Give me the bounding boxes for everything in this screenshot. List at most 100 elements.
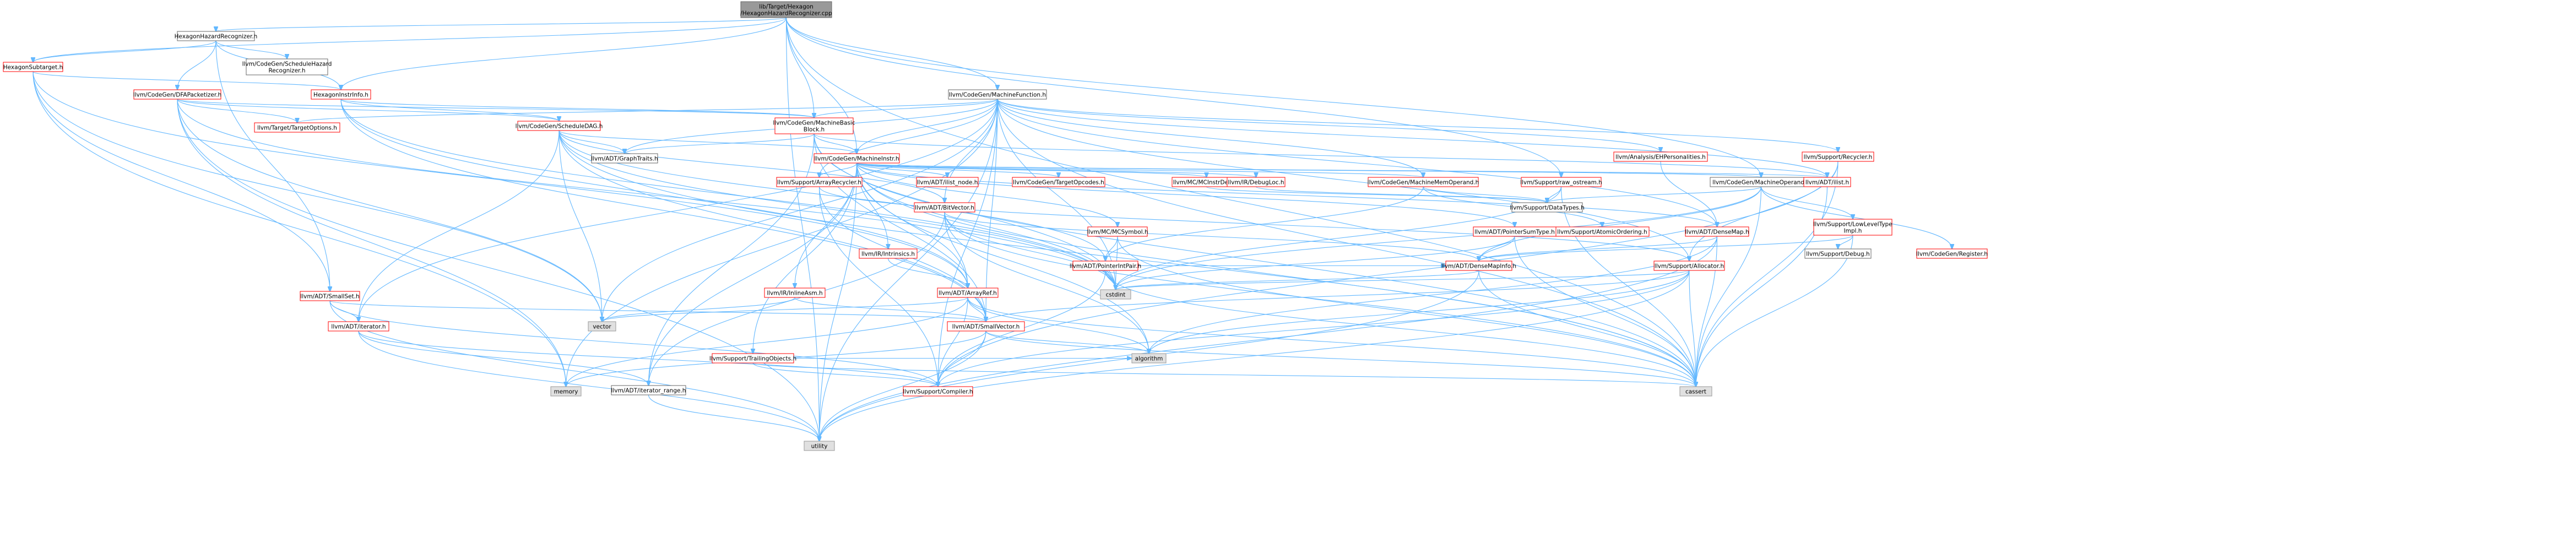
node-label: llvm/ADT/PointerIntPair.h	[1070, 263, 1141, 270]
edge-root-to-hhr	[216, 17, 787, 31]
edge-mf-to-it	[359, 99, 998, 322]
node-intr[interactable]: llvm/IR/Intrinsics.h	[859, 248, 918, 259]
node-cstdint: cstdint	[1100, 289, 1131, 300]
edge-mcs-to-pip	[1105, 236, 1118, 261]
edge-arf-to-cassert	[967, 297, 1696, 387]
edge-sdag-to-mi	[558, 130, 857, 154]
node-iln[interactable]: llvm/ADT/ilist_node.h	[916, 177, 979, 187]
node-box	[246, 58, 328, 75]
node-bv[interactable]: llvm/ADT/BitVector.h	[914, 202, 975, 213]
edge-dfa-to-vector	[177, 99, 602, 322]
node-rec[interactable]: llvm/Support/Recycler.h	[1802, 151, 1874, 162]
edge-mf-to-cassert	[997, 99, 1696, 387]
node-box	[588, 321, 616, 332]
node-ar[interactable]: llvm/Support/ArrayRecycler.h	[776, 177, 863, 187]
edge-mbb-to-itr	[649, 133, 815, 386]
node-hhr[interactable]: HexagonHazardRecognizer.h	[175, 31, 258, 41]
node-dl[interactable]: llvm/IR/DebugLoc.h	[1227, 177, 1286, 187]
node-itr[interactable]: llvm/ADT/iterator_range.h	[611, 385, 686, 395]
node-label: llvm/CodeGen/MachineOperand.h	[1712, 180, 1810, 186]
edge-dfa-to-memory	[177, 99, 566, 387]
node-label: /HexagonHazardRecognizer.cpp	[740, 10, 832, 17]
node-ilist[interactable]: llvm/ADT/ilist.h	[1803, 177, 1851, 187]
edge-mi-to-algorithm	[856, 162, 1149, 354]
edge-mf-to-ar	[820, 99, 998, 177]
edge-hii-to-sdag	[340, 99, 559, 121]
node-pst[interactable]: llvm/ADT/PointerSumType.h	[1473, 226, 1557, 237]
edge-hhr-to-ss	[215, 40, 330, 291]
node-cgr[interactable]: llvm/CodeGen/Register.h	[1916, 248, 1988, 259]
edge-mcs-to-cassert	[1117, 236, 1696, 387]
node-root[interactable]: lib/Target/Hexagon/HexagonHazardRecogniz…	[740, 1, 832, 18]
node-sdbg[interactable]: llvm/Support/Debug.h	[1804, 248, 1872, 259]
edge-sto-to-comp	[752, 362, 938, 387]
edge-hhr-to-dfa	[177, 40, 216, 90]
node-label: llvm/IR/Intrinsics.h	[861, 251, 915, 258]
node-sv[interactable]: llvm/ADT/SmallVector.h	[947, 321, 1025, 332]
edge-alloc-to-cstdint	[1116, 270, 1690, 290]
node-box	[947, 321, 1025, 332]
node-dmi[interactable]: llvm/ADT/DenseMapInfo.h	[1441, 261, 1516, 271]
node-pip[interactable]: llvm/ADT/PointerIntPair.h	[1070, 261, 1141, 271]
node-mcid[interactable]: llvm/MC/MCInstrDesc.h	[1172, 177, 1241, 187]
node-hii[interactable]: HexagonInstrInfo.h	[311, 89, 371, 100]
node-ao[interactable]: llvm/Support/AtomicOrdering.h	[1555, 226, 1650, 237]
node-label: llvm/Analysis/EHPersonalities.h	[1615, 154, 1706, 161]
node-arf[interactable]: llvm/ADT/ArrayRef.h	[937, 288, 999, 298]
edge-hhr-to-hst	[33, 40, 216, 62]
node-iasm[interactable]: llvm/IR/InlineAsm.h	[764, 288, 826, 298]
node-alloc[interactable]: llvm/Support/Allocator.h	[1653, 261, 1725, 271]
node-dm[interactable]: llvm/ADT/DenseMap.h	[1685, 226, 1749, 237]
node-cassert: cassert	[1679, 386, 1712, 397]
node-mcs[interactable]: llvm/MC/MCSymbol.h	[1087, 226, 1148, 237]
node-hst[interactable]: HexagonSubtarget.h	[3, 62, 63, 72]
node-ss[interactable]: llvm/ADT/SmallSet.h	[300, 291, 360, 301]
node-box	[311, 89, 371, 100]
node-vector: vector	[588, 321, 616, 332]
node-label: llvm/ADT/SmallSet.h	[300, 294, 359, 300]
edge-mf-to-rec	[997, 99, 1838, 152]
node-gt[interactable]: llvm/ADT/GraphTraits.h	[591, 153, 658, 164]
node-dt[interactable]: llvm/Support/DataTypes.h	[1510, 202, 1585, 213]
node-box	[776, 177, 863, 187]
node-ros[interactable]: llvm/Support/raw_ostream.h	[1520, 177, 1602, 187]
node-tgo[interactable]: llvm/CodeGen/TargetOpcodes.h	[1012, 177, 1105, 187]
node-sdag[interactable]: llvm/CodeGen/ScheduleDAG.h	[516, 121, 603, 131]
node-mo[interactable]: llvm/CodeGen/MachineOperand.h	[1710, 177, 1813, 187]
edge-dm-to-algorithm	[1149, 236, 1718, 354]
node-memory: memory	[550, 386, 582, 397]
node-label: llvm/IR/InlineAsm.h	[767, 290, 822, 297]
node-comp[interactable]: llvm/Support/Compiler.h	[903, 386, 973, 397]
edge-alloc-to-sv	[986, 270, 1690, 322]
edge-mf-to-mi	[857, 99, 998, 154]
node-it[interactable]: llvm/ADT/iterator.h	[328, 321, 389, 332]
edge-mf-to-cstdint	[997, 99, 1116, 290]
edge-hii-to-mbb	[340, 99, 814, 118]
edge-it-to-utility	[358, 330, 820, 441]
node-ehp[interactable]: llvm/Analysis/EHPersonalities.h	[1613, 151, 1708, 162]
node-mmo[interactable]: llvm/CodeGen/MachineMemOperand.h	[1368, 177, 1479, 187]
edge-hii-to-sv	[340, 99, 986, 322]
node-mi[interactable]: llvm/CodeGen/MachineInstr.h	[814, 153, 900, 164]
node-label: algorithm	[1135, 356, 1163, 362]
node-dfa[interactable]: llvm/CodeGen/DFAPacketizer.h	[133, 89, 221, 100]
node-label: llvm/Target/TargetOptions.h	[257, 125, 337, 132]
node-box	[550, 386, 582, 397]
edge-hhr-to-csh	[215, 40, 287, 59]
edge-mf-to-comp	[938, 99, 998, 387]
node-box	[1473, 226, 1557, 237]
edge-sdag-to-gt	[558, 130, 625, 154]
node-sto[interactable]: llvm/Support/TrailingObjects.h	[709, 353, 796, 364]
edge-mf-to-dm	[997, 99, 1717, 227]
node-box	[1368, 177, 1479, 187]
node-tto[interactable]: llvm/Target/TargetOptions.h	[254, 122, 340, 133]
node-label: llvm/CodeGen/ScheduleDAG.h	[516, 123, 603, 130]
node-label: llvm/MC/MCSymbol.h	[1087, 229, 1148, 236]
edge-alloc-to-algorithm	[1149, 270, 1690, 354]
edge-ss-to-comp	[329, 300, 938, 387]
edge-dfa-to-tto	[177, 99, 297, 123]
node-mf[interactable]: llvm/CodeGen/MachineFunction.h	[948, 89, 1047, 100]
